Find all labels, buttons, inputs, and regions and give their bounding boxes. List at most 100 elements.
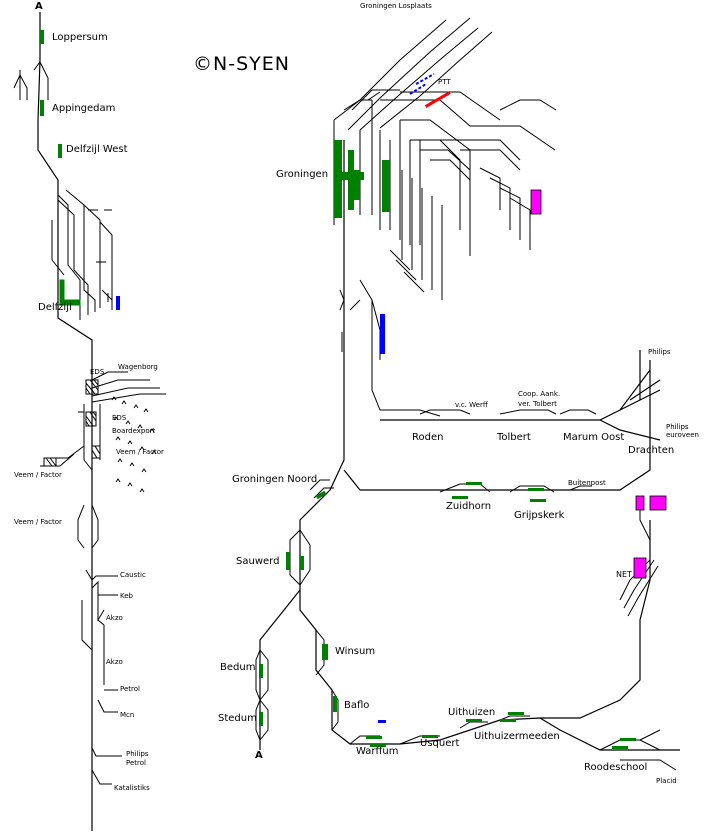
platform-stedum: [259, 712, 263, 726]
platform-roodeschool-2: [612, 746, 628, 749]
siding-delfzijl: [116, 296, 120, 310]
label-eds-1: EDS: [90, 368, 105, 376]
siding-groningen-blue: [380, 314, 385, 354]
industry-net: [633, 557, 647, 579]
label-usquert: Usquert: [420, 738, 460, 749]
platform-sauwerd-1: [286, 552, 290, 570]
label-veem-3: Veem / Factor: [14, 518, 62, 526]
track-drachten: [380, 350, 661, 441]
label-veem-1: Veem / Factor: [116, 448, 164, 456]
platform-uithuizen: [466, 719, 482, 722]
water-marks: [111, 396, 157, 493]
label-coop-1: Coop. Aank.: [518, 390, 561, 398]
label-roden: Roden: [412, 432, 444, 443]
label-warffum: Warffum: [356, 746, 399, 757]
track-groningen-fan-2: [389, 170, 443, 300]
industry-groningen: [530, 189, 542, 215]
track-appingedam-loop: [13, 61, 49, 100]
track-groningen-stubs: [339, 99, 557, 417]
platform-loppersum: [40, 30, 44, 44]
platform-usquert: [422, 735, 438, 738]
platform-zuidhorn-1: [466, 482, 482, 485]
track-industry-branches: [81, 569, 122, 785]
label-tolbert: Tolbert: [497, 432, 531, 443]
track-delfzijl-yard: [51, 189, 113, 320]
track-bedum-loop: [255, 649, 269, 741]
track-net: [619, 500, 659, 617]
platform-winsum: [322, 644, 328, 660]
platform-uithuizermeeden-2: [500, 719, 516, 722]
label-grijpskerk: Grijpskerk: [514, 510, 565, 521]
label-zuidhorn: Zuidhorn: [446, 501, 492, 512]
label-coop-2: ver. Tolbert: [518, 400, 557, 408]
label-vc-werff: v.c. Werff: [455, 401, 488, 409]
label-appingedam: Appingedam: [52, 103, 116, 114]
industry-net-top-2: [649, 495, 667, 511]
ptt-siding: [424, 91, 451, 108]
platforms: [40, 30, 667, 749]
label-uithuizen: Uithuizen: [448, 707, 496, 718]
harbour-hatch: [43, 411, 101, 467]
track-groningen-east: [380, 91, 556, 250]
label-philips-petrol-1: Philips: [126, 750, 149, 758]
label-uithuizermeeden: Uithuizermeeden: [474, 731, 560, 742]
label-sauwerd: Sauwerd: [236, 556, 280, 567]
label-akzo-2: Akzo: [106, 658, 123, 666]
label-a-bottom: A: [255, 750, 263, 761]
platform-appingedam: [40, 100, 44, 116]
label-philips-euroveen-2: euroveen: [666, 431, 699, 439]
track-delfzijl-main: [37, 12, 93, 831]
track-roodeschool: [299, 520, 680, 751]
track-drachten-stubs: [419, 409, 597, 415]
platform-warffum-1: [366, 736, 382, 739]
platform-delfzijl-west: [58, 144, 62, 158]
track-veem-loop: [77, 504, 99, 549]
platform-grijpskerk-1: [528, 488, 544, 491]
label-keb: Keb: [120, 592, 133, 600]
label-stedum: Stedum: [218, 713, 257, 724]
label-veem-2: Veem / Factor: [14, 471, 62, 479]
label-philips: Philips: [648, 348, 671, 356]
label-drachten: Drachten: [628, 445, 675, 456]
label-roodeschool: Roodeschool: [584, 762, 648, 773]
delfzijl-hatch: [85, 379, 99, 395]
label-winsum: Winsum: [335, 646, 376, 657]
track-groningen-main: [259, 140, 651, 750]
platform-groningen-3: [354, 170, 360, 200]
label-placid: Placid: [656, 777, 677, 785]
label-petrol: Petrol: [120, 685, 140, 693]
track-groningen-yard: [333, 89, 421, 245]
track-groningen-noord: [309, 479, 334, 499]
label-katalistiks: Katalistiks: [114, 784, 150, 792]
label-groningen: Groningen: [276, 169, 329, 180]
label-net: NET: [616, 570, 632, 579]
platform-delfzijl: [59, 279, 81, 306]
platform-warffum-2: [370, 744, 386, 747]
label-delfzijl: Delfzijl: [38, 302, 72, 313]
platform-sauwerd-2: [300, 556, 304, 570]
platform-zuidhorn-2: [452, 496, 468, 499]
track-groningen-diagonals: [333, 17, 493, 131]
siding-warffum: [378, 720, 386, 723]
label-bedum: Bedum: [220, 662, 256, 673]
track-groningen-fan-1: [400, 119, 471, 256]
logo: ©N-SYEN: [193, 53, 290, 75]
label-baflo: Baflo: [344, 700, 370, 711]
track-delfzijl-stubs: [88, 209, 113, 302]
label-caustic: Caustic: [120, 571, 146, 579]
platform-groningen-noord: [315, 490, 327, 500]
label-eds-2: EDS: [112, 414, 127, 422]
label-philips-petrol-2: Petrol: [126, 759, 146, 767]
track-baflo-loop: [331, 689, 339, 731]
label-marum-oost: Marum Oost: [563, 432, 625, 443]
industry-net-top-1: [635, 495, 645, 511]
label-delfzijl-west: Delfzijl West: [66, 144, 128, 155]
label-buitenpost: Buitenpost: [568, 479, 606, 487]
label-wagenborg: Wagenborg: [118, 363, 158, 371]
label-boardexport: Boardexport: [112, 427, 156, 435]
platform-uithuizermeeden-1: [508, 712, 524, 715]
label-mcn: Mcn: [120, 711, 135, 719]
label-philips-euroveen-1: Philips: [666, 423, 689, 431]
